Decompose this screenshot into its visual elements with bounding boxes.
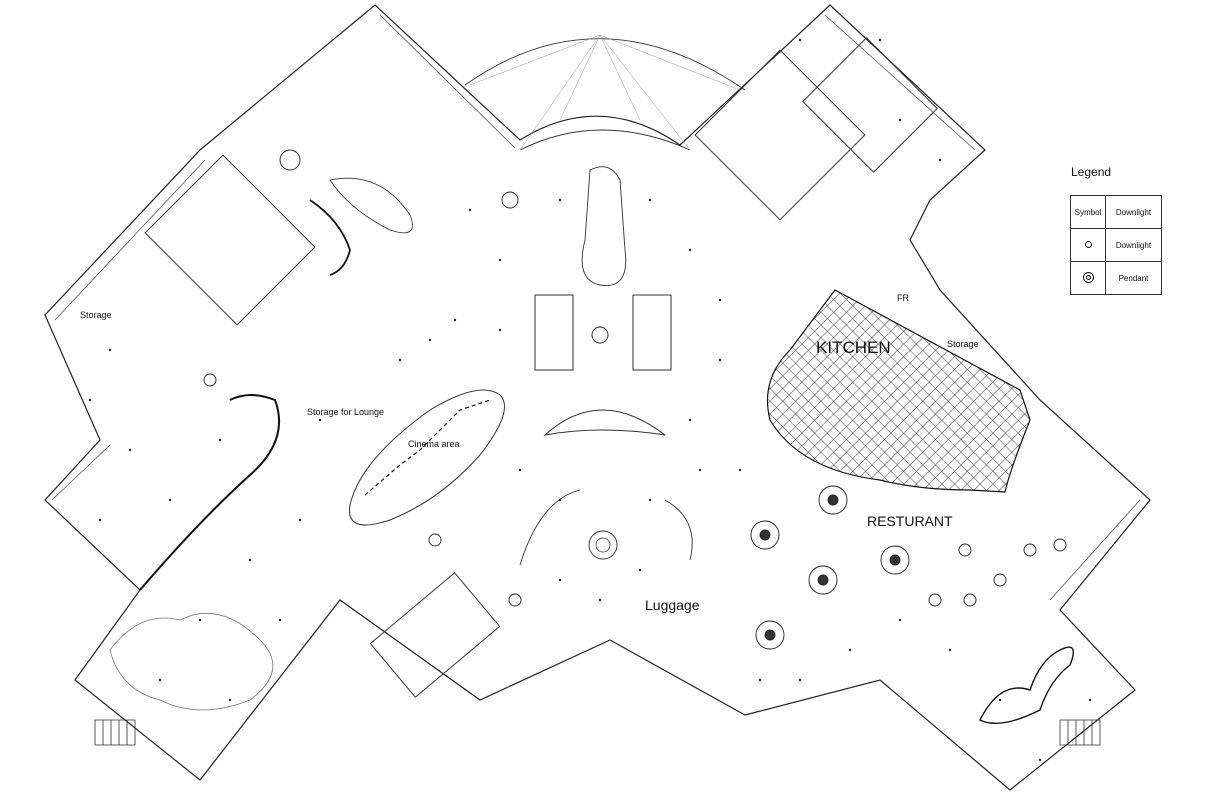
playground-blob — [109, 613, 274, 711]
legend-symbol-cell — [1070, 261, 1106, 295]
wave-path-black — [309, 199, 351, 276]
room-label-fr: FR — [897, 293, 909, 303]
cinema-area-outline — [349, 389, 505, 526]
lobby-curve-right — [664, 499, 693, 561]
kitchen-floor — [766, 289, 1031, 493]
entrance-canopy-inner — [519, 129, 691, 151]
legend-header-row: Symbol Downlight — [1070, 195, 1162, 229]
room-label-storage-right: Storage — [947, 339, 979, 349]
legend-row-label: Pendant — [1105, 261, 1162, 295]
building-outline — [44, 4, 1151, 791]
legend-row-downlight: Downlight — [1070, 228, 1162, 262]
stair-right — [1059, 719, 1101, 746]
legend: Legend Symbol Downlight Downlight Pendan… — [1070, 165, 1162, 295]
entrance-canopy — [464, 38, 746, 91]
legend-row-label: Downlight — [1105, 228, 1162, 262]
downlights — [88, 38, 1092, 762]
lobby-reflection-pool — [581, 166, 627, 286]
room-label-kitchen: KITCHEN — [816, 338, 891, 357]
legend-header-label: Downlight — [1105, 195, 1162, 229]
room-label-storage-left: Storage — [80, 310, 112, 320]
canopy-braces — [469, 34, 741, 151]
legend-symbol-cell — [1070, 228, 1106, 262]
room-label-restaurant: RESTURANT — [867, 513, 953, 529]
elevator-right — [632, 294, 672, 371]
elevator-left — [534, 294, 574, 371]
wave-path-top — [329, 177, 413, 234]
lounge-garden-path — [139, 394, 281, 591]
room-label-cinema: Cinema area — [408, 439, 460, 449]
restaurant-tables — [750, 485, 1067, 650]
stair-left — [94, 719, 136, 746]
room-label-storage-lounge: Storage for Lounge — [307, 407, 384, 417]
pendant-icon — [1082, 271, 1094, 283]
office-block — [694, 49, 866, 221]
lobby-spiral-inner — [595, 537, 611, 553]
room-label-luggage: Luggage — [645, 597, 700, 613]
cinema-seating-path — [364, 399, 491, 496]
left-room-row — [369, 572, 501, 698]
lobby-spiral-feature — [588, 530, 618, 560]
legend-header-symbol: Symbol — [1070, 195, 1106, 229]
building-inner-outline — [51, 14, 1141, 601]
reception-desk — [543, 409, 666, 436]
guest-room-block — [144, 154, 316, 326]
legend-title: Legend — [1071, 165, 1112, 179]
legend-table: Symbol Downlight Downlight Pendant — [1070, 195, 1162, 295]
legend-row-pendant: Pendant — [1070, 261, 1162, 295]
office-block-2 — [802, 37, 938, 173]
downlight-icon — [1084, 240, 1092, 248]
restaurant-serpentine-booth — [979, 646, 1074, 725]
lobby-curve-left — [519, 489, 581, 566]
pendant-clusters — [203, 149, 609, 607]
